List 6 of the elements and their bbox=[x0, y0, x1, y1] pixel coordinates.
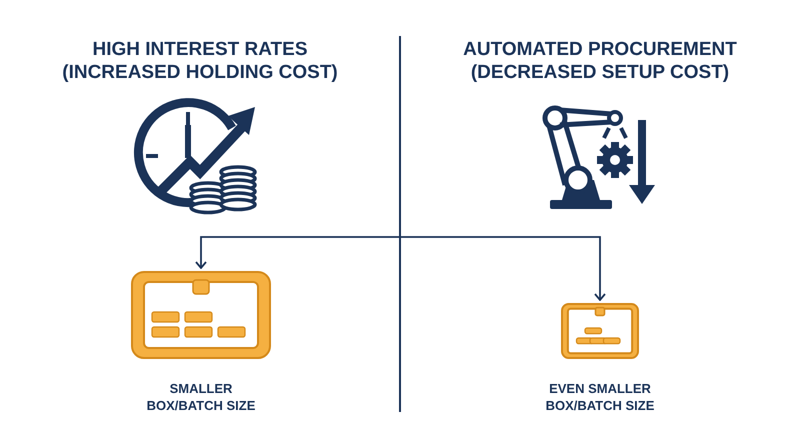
heading: AUTOMATED PROCUREMENT (DECREASED SETUP COST) bbox=[462, 38, 738, 84]
arrow bbox=[195, 236, 400, 269]
node-label: SMALLER BOX/BATCH SIZE bbox=[146, 380, 256, 414]
node-label: EVEN SMALLER BOX/BATCH SIZE bbox=[544, 380, 656, 414]
heading: HIGH INTEREST RATES (INCREASED HOLDING COST) bbox=[61, 38, 339, 84]
arrow bbox=[400, 236, 606, 301]
